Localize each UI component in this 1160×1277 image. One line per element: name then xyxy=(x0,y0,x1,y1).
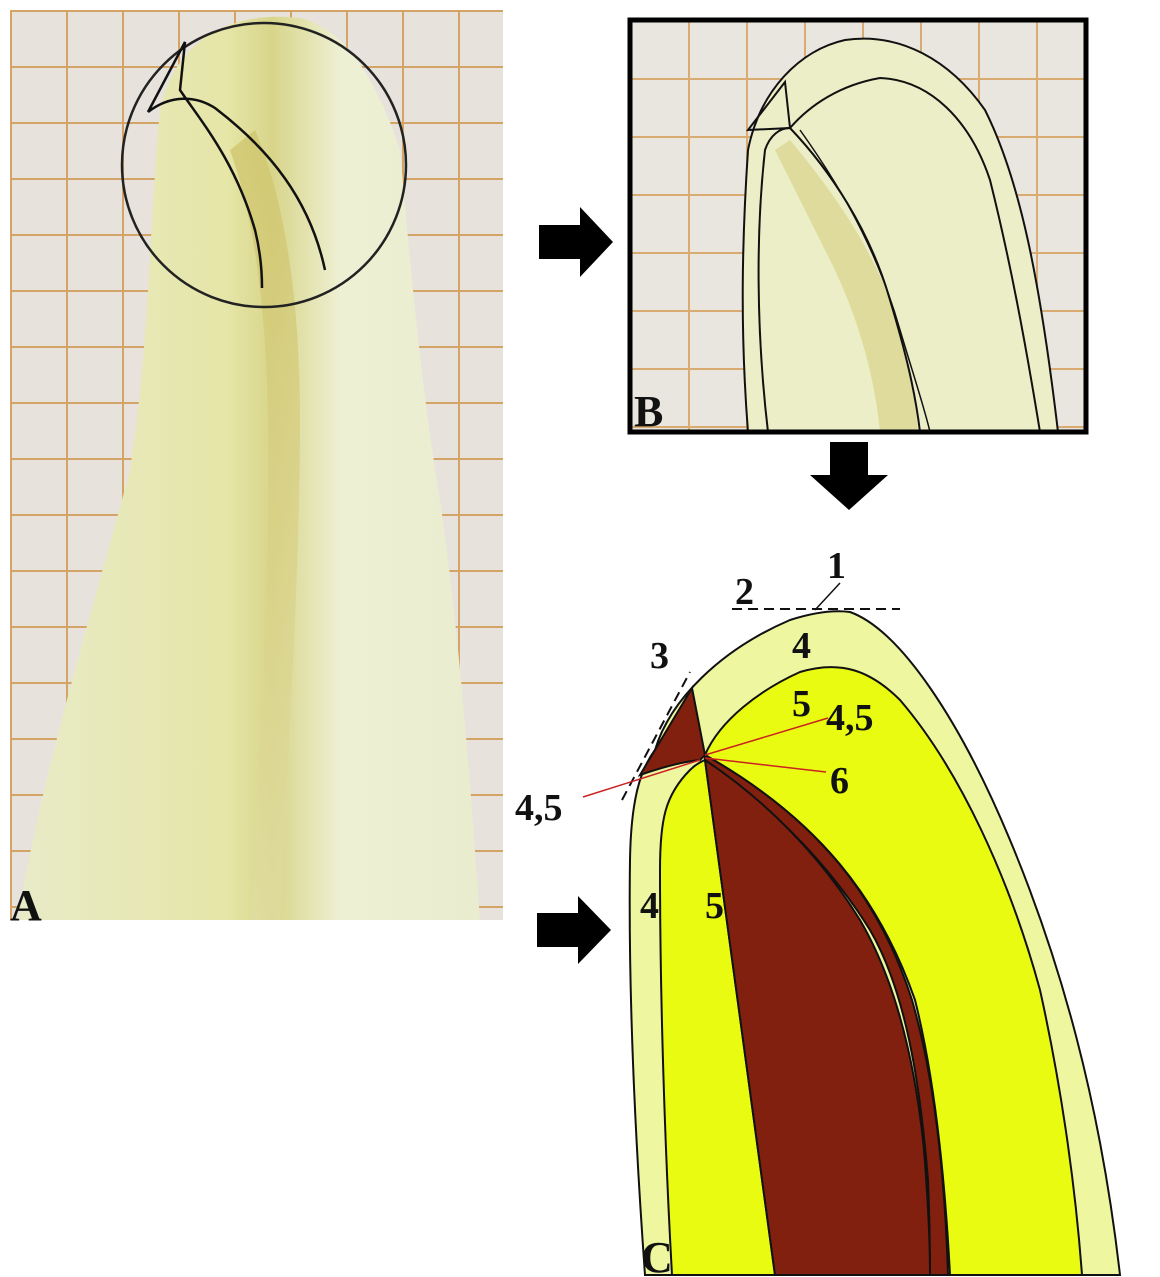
label-3: 3 xyxy=(650,635,669,677)
label-2: 2 xyxy=(735,571,754,613)
label-4-bottom: 4 xyxy=(640,885,659,927)
leader-line-1 xyxy=(815,583,840,610)
label-4-top: 4 xyxy=(792,625,811,667)
label-5-bottom: 5 xyxy=(705,885,724,927)
arrow-right-icon-2 xyxy=(537,896,611,964)
label-6: 6 xyxy=(830,760,849,802)
arrow-down-icon xyxy=(810,442,888,510)
arrow-right-icon xyxy=(539,207,613,277)
panel-letter-c: C xyxy=(641,1233,673,1277)
label-5-top: 5 xyxy=(792,683,811,725)
label-1: 1 xyxy=(827,545,846,587)
panel-c-diagram: 1 2 3 4 5 4,5 6 4,5 4 5 xyxy=(515,545,1120,1275)
panel-a-photo xyxy=(10,10,503,920)
panel-letter-b: B xyxy=(634,387,663,436)
panel-b-photo xyxy=(630,20,1086,432)
label-4-5-right: 4,5 xyxy=(826,697,874,739)
label-4-5-left: 4,5 xyxy=(515,787,563,829)
panel-letter-a: A xyxy=(10,881,42,930)
